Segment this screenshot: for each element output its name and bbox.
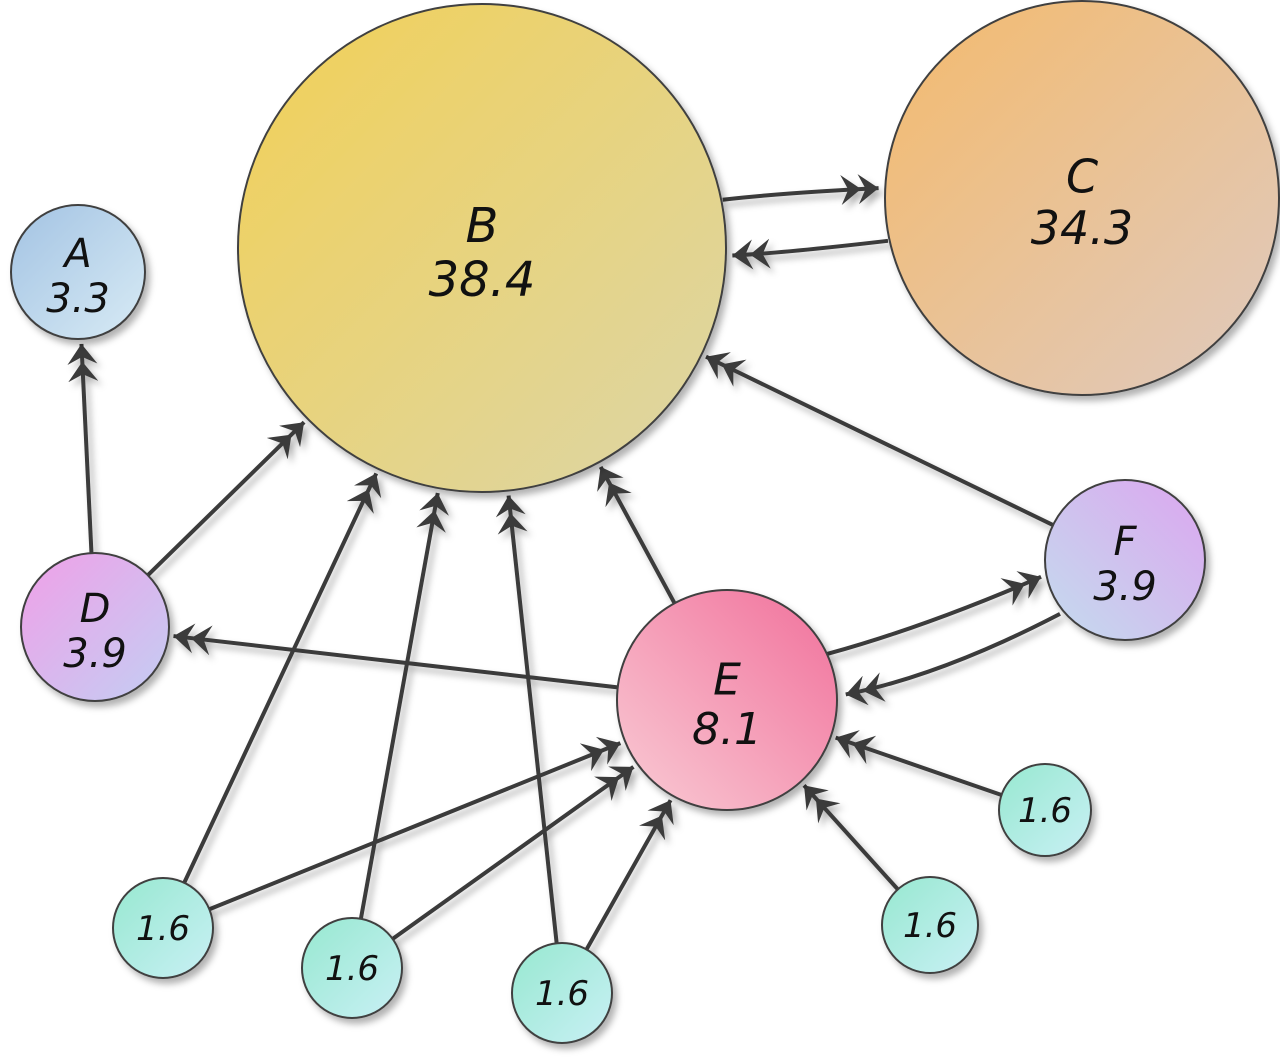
node-D	[20, 552, 170, 702]
node-value-F: 3.9	[1093, 564, 1157, 610]
node-value-s1: 1.6	[136, 909, 190, 949]
node-value-B: 38.4	[429, 252, 536, 308]
node-F	[1044, 479, 1206, 641]
node-small-s1	[112, 877, 214, 979]
node-value-s4: 1.6	[903, 906, 957, 946]
node-A	[10, 204, 146, 340]
edge-D-to-A	[67, 343, 99, 554]
node-value-C: 34.3	[1031, 201, 1133, 255]
node-value-s3: 1.6	[535, 974, 589, 1014]
edge-s2-to-B	[358, 492, 449, 920]
node-small-s5	[998, 763, 1092, 857]
edge-E-to-F	[826, 571, 1042, 656]
edge-B-to-C	[722, 174, 879, 206]
node-value-A: 3.3	[46, 276, 110, 322]
edge-s3-to-E	[584, 799, 674, 951]
edge-E-to-D	[173, 623, 618, 690]
node-value-D: 3.9	[63, 631, 127, 677]
edge-F-to-E	[845, 612, 1061, 706]
edge-s3-to-B	[495, 495, 559, 944]
edge-s1-to-B	[182, 472, 382, 884]
edge-F-to-B	[705, 352, 1054, 527]
node-label-E: E	[713, 655, 741, 706]
edge-C-to-B	[732, 238, 889, 270]
node-value-s5: 1.6	[1018, 791, 1072, 831]
edge-s2-to-E	[391, 765, 635, 941]
node-value-E: 8.1	[692, 704, 762, 755]
node-small-s4	[881, 876, 979, 974]
node-C	[884, 0, 1280, 396]
node-label-F: F	[1113, 519, 1137, 565]
node-E	[616, 589, 838, 811]
node-label-C: C	[1066, 149, 1098, 203]
node-small-s2	[301, 917, 403, 1019]
node-label-D: D	[80, 586, 111, 632]
node-label-B: B	[466, 198, 499, 254]
node-label-A: A	[61, 231, 91, 277]
edge-D-to-B	[146, 420, 306, 577]
node-B	[237, 3, 727, 493]
edge-s5-to-E	[835, 730, 1003, 797]
node-small-s3	[511, 942, 613, 1044]
edge-E-to-B	[597, 465, 677, 605]
edge-s4-to-E	[802, 784, 900, 891]
edge-s1-to-E	[208, 736, 622, 912]
node-value-s2: 1.6	[325, 949, 379, 989]
